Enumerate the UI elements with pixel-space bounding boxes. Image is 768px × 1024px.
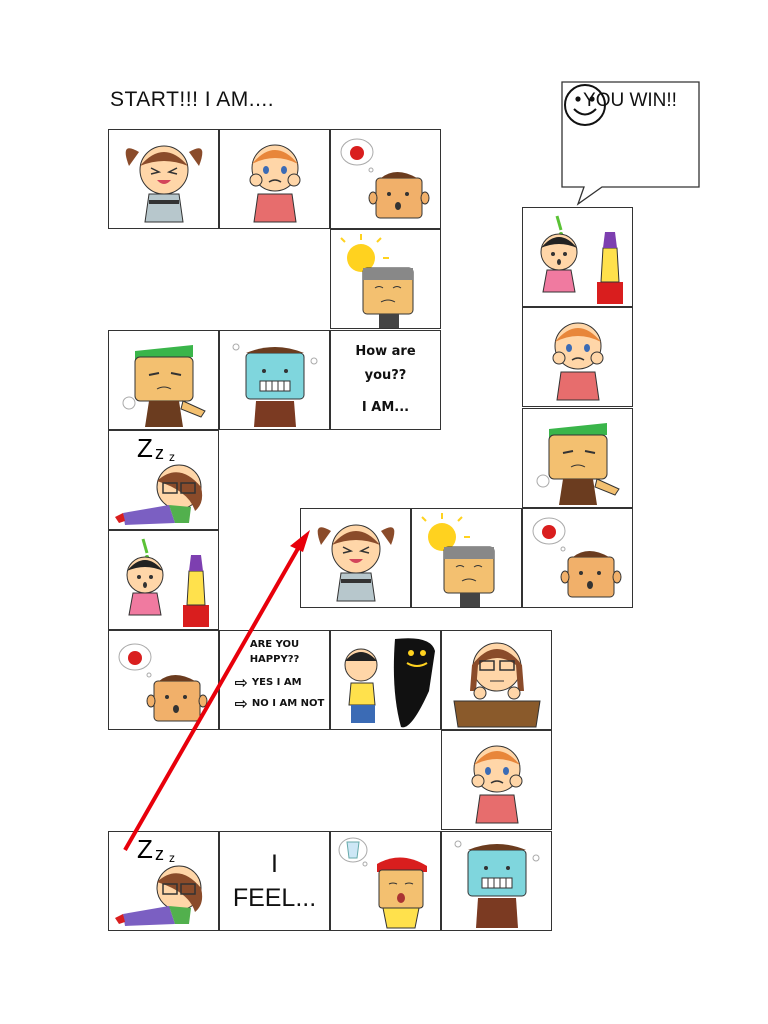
board-square[interactable] [330,630,441,730]
how-are-you-square[interactable]: How are you?? I AM... [330,330,441,430]
sad-girl-icon [471,745,523,824]
scared-boy-icon [344,638,435,728]
you-win-label: YOU WIN!! [583,90,677,111]
svg-text:z: z [169,851,175,865]
start-label: START!!! I AM.... [110,88,275,111]
svg-text:z: z [155,443,164,463]
hungry-boy-icon [532,517,622,598]
svg-text:Z: Z [137,834,153,864]
surprised-girl-icon [126,538,209,627]
board-square[interactable] [441,630,552,730]
laughing-girl-icon [317,524,395,602]
laughing-girl-icon [125,145,203,223]
board-square[interactable] [300,508,411,608]
right-arrow-icon: ⇨ [234,672,248,692]
sleepy-girl-icon: Z z z [115,433,203,525]
board-square[interactable] [330,831,441,931]
sick-boy-icon [122,345,206,427]
board-square[interactable] [330,129,441,229]
sleepy-girl-icon: Z z z [115,834,203,926]
how-line2: you?? [364,368,407,383]
board-square[interactable] [108,530,219,630]
no-option[interactable]: ⇨ NO I AM NOT [225,693,325,713]
i-feel-square[interactable]: I FEEL... [219,831,330,931]
feel-line2: FEEL... [232,884,317,912]
how-line3: I AM... [361,400,410,415]
board-square[interactable] [219,129,330,229]
svg-text:z: z [155,844,164,864]
hot-sweating-boy-icon [421,513,495,607]
bored-girl-icon [453,642,541,728]
yes-option[interactable]: ⇨ YES I AM [225,672,325,692]
are-you-happy-square[interactable]: ARE YOU HAPPY?? ⇨ YES I AM ⇨ NO I AM NOT [219,630,330,730]
board-square[interactable] [330,229,441,329]
board-square[interactable] [441,730,552,830]
board-square[interactable] [108,630,219,730]
board-square[interactable] [522,508,633,608]
hot-sweating-boy-icon [340,234,414,328]
hungry-boy-icon [118,643,208,722]
smiley-face-icon [564,84,606,126]
board-square[interactable] [522,408,633,508]
board-square[interactable] [108,330,219,430]
board-square[interactable] [108,129,219,229]
yes-option-label: YES I AM [251,677,302,688]
board-square[interactable] [522,207,633,307]
cold-shivering-boy-icon [232,343,318,427]
svg-text:z: z [169,450,175,464]
board-square[interactable] [219,330,330,430]
you-win-bubble: YOU WIN!! [560,80,702,210]
board-square[interactable] [522,307,633,407]
board-square[interactable]: Z z z [108,831,219,931]
svg-text:Z: Z [137,433,153,463]
thirsty-boy-icon [338,837,427,929]
sick-boy-icon [536,423,620,505]
hungry-boy-icon [340,138,430,219]
board-square[interactable] [411,508,522,608]
sad-girl-icon [249,144,301,223]
right-arrow-icon: ⇨ [234,693,248,713]
cold-shivering-boy-icon [454,840,540,928]
surprised-girl-icon [540,215,623,304]
feel-line1: I [271,850,278,878]
board-square[interactable] [441,831,552,931]
sad-girl-icon [552,322,604,401]
happy-question-line1: ARE YOU [249,639,300,650]
how-line1: How are [355,344,416,359]
board-square[interactable]: Z z z [108,430,219,530]
no-option-label: NO I AM NOT [251,698,325,709]
happy-question-line2: HAPPY?? [249,654,300,665]
